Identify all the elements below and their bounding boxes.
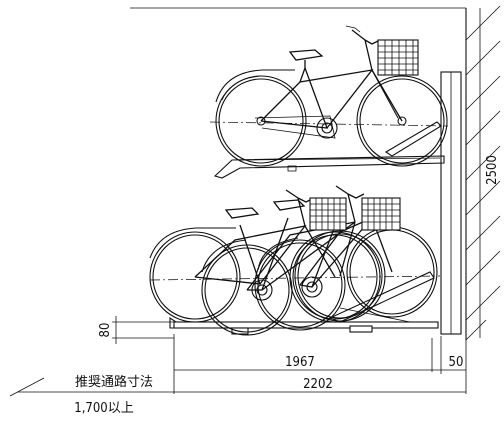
wall xyxy=(130,5,501,341)
aisle-note-value: 1,700以上 xyxy=(74,401,133,416)
lower-centerline xyxy=(149,275,441,281)
dimension-overall-height: 2500 xyxy=(479,8,500,338)
upper-tray xyxy=(213,121,445,179)
total-length-label: 2202 xyxy=(303,377,333,392)
upper-centerline xyxy=(209,121,449,127)
wall-clearance-label: 50 xyxy=(449,355,464,370)
lower-bicycle-2 xyxy=(201,185,386,336)
dimension-horizontal xyxy=(9,334,467,397)
overall-height-label: 2500 xyxy=(485,155,500,185)
lower-basket-1 xyxy=(309,197,347,231)
upper-basket xyxy=(377,39,419,76)
lower-basket-2 xyxy=(361,197,401,231)
dimension-tray-height: 80 xyxy=(98,316,174,344)
upper-bicycle xyxy=(215,25,448,167)
rack-post xyxy=(440,71,462,335)
tray-height-label: 80 xyxy=(98,323,113,338)
rack-length-label: 1967 xyxy=(285,355,315,370)
aisle-note-label: 推奨通路寸法 xyxy=(75,374,153,390)
